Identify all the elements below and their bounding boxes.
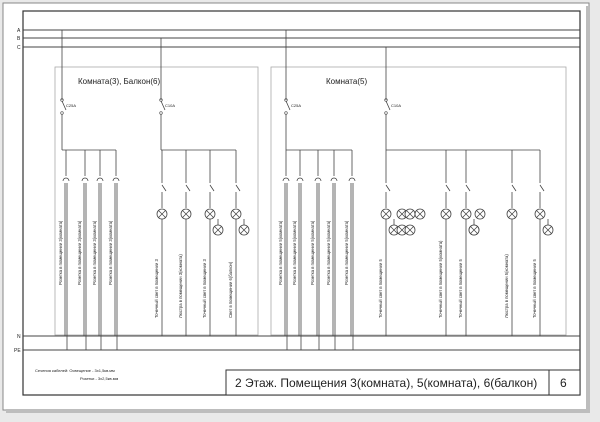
light-label: Точечный свет в помещении 5 (532, 259, 537, 318)
socket-label: Розетка в помещении 5(комната) (344, 220, 349, 285)
light-label: Свет в помещении 6(балкон) (228, 261, 233, 318)
light-switch-symbol (511, 184, 517, 192)
lamp-cross (390, 226, 398, 234)
circuits-layer: Розетка в помещении 3(комната) Розетка в … (58, 30, 554, 350)
neutral-label: N (17, 334, 21, 340)
lamp-cross (240, 226, 248, 234)
right-socket-symbol-2 (296, 177, 304, 182)
lamp-cross (398, 226, 406, 234)
lamp-cross (182, 210, 190, 218)
light-label: Точечный свет в помещении 5(комната) (438, 240, 443, 318)
paper-shadow (586, 6, 590, 412)
lamp-cross (158, 210, 166, 218)
bus-c-label: C (17, 45, 21, 51)
right-socket-breaker-label: C25A (291, 103, 301, 108)
left-socket-symbol-3 (96, 177, 104, 182)
lamp-cross (462, 210, 470, 218)
lamp-cross (416, 210, 424, 218)
light-label: Точечный свет в помещении 3 (202, 259, 207, 318)
right-panel-frame (270, 66, 567, 336)
light-switch-symbol (465, 184, 471, 192)
lamp-cross (206, 210, 214, 218)
paper-shadow-bottom (6, 409, 590, 413)
right-socket-symbol-3 (314, 177, 322, 182)
pe-label: PE (14, 348, 21, 354)
socket-label: Розетка в помещении 5(комната) (292, 220, 297, 285)
left-socket-breaker-label: C25A (66, 103, 76, 108)
lamp-cross (214, 226, 222, 234)
light-label: Люстра в помещении 3(комната) (178, 254, 183, 318)
socket-label: Розетка в помещении 5(комната) (278, 220, 283, 285)
right-light-breaker-label: C10A (391, 103, 401, 108)
light-label: Точечный свет в помещении 5 (458, 259, 463, 318)
lamp-cross (382, 210, 390, 218)
left-socket-symbol-4 (112, 177, 120, 182)
left-socket-breaker-symbol (61, 100, 67, 111)
bus-b-label: B (17, 36, 21, 42)
light-switch-symbol (539, 184, 545, 192)
left-panel-title: Комната(3), Балкон(6) (78, 77, 160, 86)
left-panel-frame (54, 66, 259, 336)
phase-buses (23, 29, 580, 351)
left-socket-symbol-1 (62, 177, 70, 182)
cable-note-lighting: Сечения кабелей: Освещение - 3х1,5кв.мм (35, 368, 115, 373)
lamp-cross (470, 226, 478, 234)
right-panel-title: Комната(5) (326, 77, 367, 86)
socket-label: Розетка в помещении 3(комната) (92, 220, 97, 285)
light-switch-symbol (161, 184, 167, 192)
light-label: Люстра в помещении 5(комната) (504, 254, 509, 318)
left-light-breaker-label: C10A (165, 103, 175, 108)
lamp-cross (232, 210, 240, 218)
paper (2, 2, 590, 411)
lamp-cross (442, 210, 450, 218)
left-socket-symbol-2 (81, 177, 89, 182)
light-label: Точечный свет в помещении 3 (154, 259, 159, 318)
right-socket-symbol-1 (282, 177, 290, 182)
lamp-cross (544, 226, 552, 234)
cable-note-sockets: Розетки - 3х2,5кв.мм (80, 376, 118, 381)
lamp-cross (406, 226, 414, 234)
socket-label: Розетка в помещении 3(комната) (108, 220, 113, 285)
right-socket-symbol-4 (330, 177, 338, 182)
light-switch-symbol (385, 184, 391, 192)
light-label: Точечный свет в помещении 5 (378, 259, 383, 318)
socket-label: Розетка в помещении 3(комната) (58, 220, 63, 285)
lamp-cross (508, 210, 516, 218)
socket-label: Розетка в помещении 5(комната) (326, 220, 331, 285)
light-switch-symbol (185, 184, 191, 192)
lamp-cross (536, 210, 544, 218)
right-socket-breaker-symbol (285, 100, 291, 111)
right-light-breaker-symbol (385, 100, 391, 111)
bus-a-label: A (17, 28, 21, 34)
lamp-cross (476, 210, 484, 218)
left-light-breaker-symbol (160, 100, 166, 111)
title-block (225, 369, 581, 396)
lamp-cross (398, 210, 406, 218)
socket-label: Розетка в помещении 3(комната) (77, 220, 82, 285)
title-block-title: 2 Этаж. Помещения 3(комната), 5(комната)… (235, 376, 537, 390)
socket-label: Розетка в помещении 5(комната) (310, 220, 315, 285)
right-socket-symbol-5 (348, 177, 356, 182)
lamp-cross (406, 210, 414, 218)
sheet-number: 6 (560, 376, 567, 390)
light-switch-symbol (235, 184, 241, 192)
light-switch-symbol (445, 184, 451, 192)
light-switch-symbol (209, 184, 215, 192)
